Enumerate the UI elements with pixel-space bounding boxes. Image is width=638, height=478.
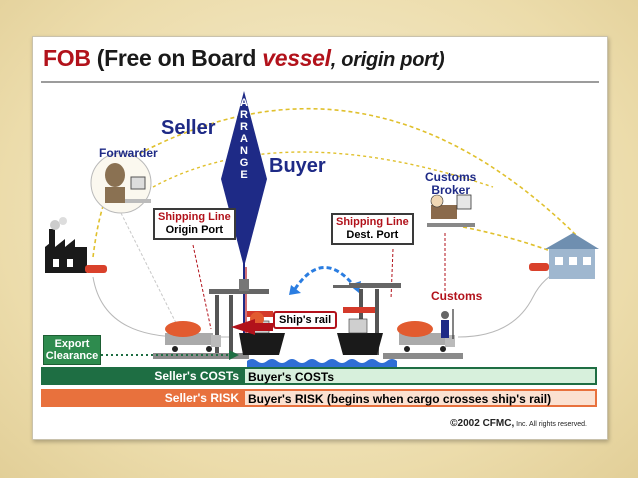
title-vessel: vessel — [262, 45, 331, 71]
customs-label: Customs — [431, 289, 483, 303]
shipping-line-origin-line1: Shipping Line — [158, 211, 231, 223]
connector-origin-shipping — [192, 244, 212, 330]
arc-factory-to-forwarder — [92, 171, 129, 258]
dest-ship-icon — [337, 307, 383, 355]
arc-broker-to-warehouse — [462, 226, 554, 253]
forwarder-label: Forwarder — [99, 146, 158, 160]
shipping-line-origin-line2: Origin Port — [165, 224, 224, 236]
copyright-tail: Inc. All rights reserved. — [514, 421, 587, 428]
title-middle: (Free on Board — [96, 45, 257, 71]
water — [247, 359, 397, 367]
export-clearance-box: Export Clearance — [43, 335, 101, 365]
customs-broker-icon — [427, 194, 475, 227]
ships-rail-label: Ship's rail — [273, 311, 338, 329]
title-divider — [41, 81, 599, 83]
seller-risk-label: Seller's RISK — [41, 389, 243, 407]
arrange-letter: R — [240, 109, 248, 121]
origin-truck-icon — [165, 321, 221, 352]
title-fob: FOB — [43, 45, 91, 71]
seller-label: Seller — [161, 117, 216, 139]
copyright-notice: ©2002 CFMC, Inc. All rights reserved. — [450, 418, 587, 429]
shipping-line-dest-box: Shipping Line Dest. Port — [331, 213, 414, 245]
dest-truck-icon — [397, 321, 455, 352]
arrange-label: A R R A N G E — [236, 97, 252, 181]
loading-arrow — [231, 319, 273, 335]
arrange-letter: G — [239, 157, 249, 169]
costs-bar: Seller's COSTs Buyer's COSTs — [41, 367, 597, 385]
risk-bar: Seller's RISK Buyer's RISK (begins when … — [41, 389, 597, 407]
seller-costs-label: Seller's COSTs — [41, 367, 243, 385]
arrange-letter: A — [240, 97, 248, 109]
customs-broker-label: Customs Broker — [425, 171, 476, 197]
slide-title: FOB (Free on Board vessel, origin port) — [43, 45, 445, 72]
origin-crane-icon — [209, 279, 269, 355]
shipping-line-dest-line1: Shipping Line — [336, 216, 409, 228]
transit-arrowtail — [289, 285, 301, 295]
arrange-letter: A — [240, 133, 248, 145]
dest-quay — [383, 353, 463, 359]
warehouse-icon — [529, 233, 599, 279]
slide: FOB (Free on Board vessel, origin port) — [32, 36, 608, 440]
export-clearance-arrowhead — [229, 350, 239, 360]
factory-icon — [45, 217, 107, 273]
arrange-letter: R — [240, 121, 248, 133]
buyer-costs-label: Buyer's COSTs — [243, 367, 597, 385]
export-clearance-line2: Clearance — [45, 350, 99, 362]
title-suffix: , origin port) — [330, 49, 445, 71]
transit-arrow — [293, 266, 357, 290]
buyer-risk-label: Buyer's RISK (begins when cargo crosses … — [243, 389, 597, 407]
connector-dest-shipping — [390, 248, 394, 300]
export-clearance-line1: Export — [54, 338, 90, 350]
forwarder-icon — [90, 152, 152, 214]
customs-broker-line2: Broker — [431, 183, 471, 197]
connector-forwarder-truck — [120, 212, 184, 338]
shipping-line-dest-line2: Dest. Port — [346, 229, 399, 241]
buyer-label: Buyer — [269, 155, 326, 177]
road-origin — [92, 276, 233, 338]
customs-officer-icon — [441, 309, 454, 339]
fob-diagram-art — [45, 91, 599, 367]
copyright-main: ©2002 CFMC, — [450, 418, 515, 429]
arrange-letter: E — [240, 169, 248, 181]
customs-broker-line1: Customs — [425, 170, 477, 184]
arc-forwarder-to-warehouse — [132, 107, 589, 248]
arrange-letter: N — [240, 145, 248, 157]
road-dest — [457, 268, 564, 338]
shipping-line-origin-box: Shipping Line Origin Port — [153, 208, 236, 240]
